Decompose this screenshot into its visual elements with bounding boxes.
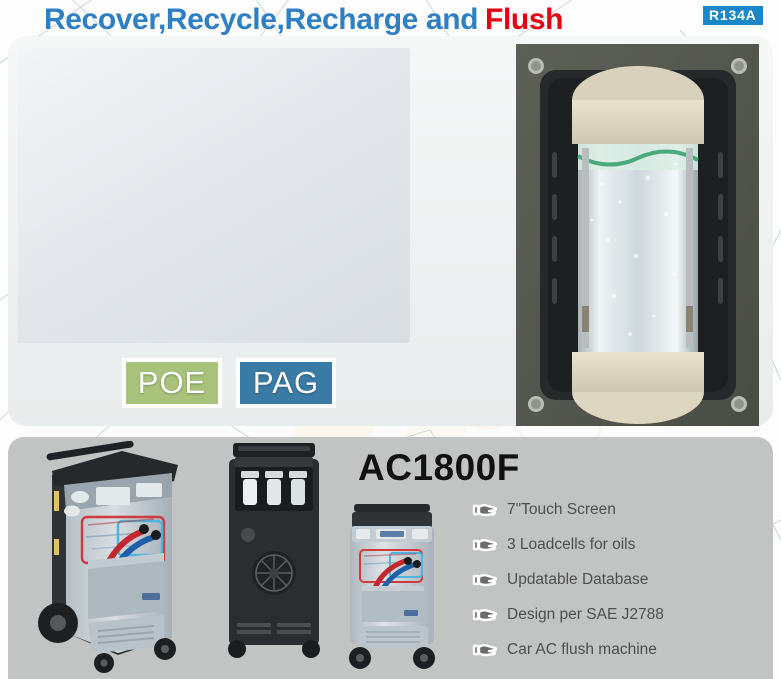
pointing-hand-icon (472, 536, 498, 554)
page-title-main: Recover,Recycle,Recharge and (44, 3, 479, 36)
feature-label: Design per SAE J2788 (507, 605, 664, 623)
refrigerant-badge: R134A (703, 6, 763, 25)
product-model-name: AC1800F (358, 447, 520, 488)
pointing-hand-icon (472, 641, 498, 659)
pointing-hand-icon (472, 501, 498, 519)
feature-item: 3 Loadcells for oils (472, 527, 664, 562)
oil-bottle (241, 471, 307, 505)
poe-badge: POE (122, 358, 222, 408)
ac1800f-rear-illustration (228, 443, 320, 658)
page-title-flush: Flush (485, 3, 564, 36)
machine-photo-front (338, 500, 448, 672)
ac1800f-front-illustration (349, 504, 435, 669)
pointing-hand-icon (472, 606, 498, 624)
feature-item: Car AC flush machine (472, 632, 664, 667)
sight-glass-illustration (516, 44, 759, 426)
product-photo-top-view (18, 48, 410, 343)
machine-photo-angled (22, 441, 200, 673)
feature-label: Updatable Database (507, 570, 649, 588)
feature-label: 3 Loadcells for oils (507, 535, 636, 553)
corner-screw (528, 58, 747, 412)
pointing-hand-icon (472, 571, 498, 589)
feature-label: 7"Touch Screen (507, 500, 616, 518)
photo-backdrop (18, 48, 410, 343)
machine-photo-rear (213, 443, 335, 658)
feature-item: Updatable Database (472, 562, 664, 597)
pag-badge: PAG (236, 358, 336, 408)
flush-sight-glass-photo (516, 44, 759, 426)
feature-list: 7"Touch Screen 3 Loadcells for oils (472, 492, 664, 667)
ac1800f-angled-illustration (38, 441, 178, 673)
feature-item: Design per SAE J2788 (472, 597, 664, 632)
oil-type-badges: POE PAG (122, 358, 336, 408)
feature-item: 7"Touch Screen (472, 492, 664, 527)
feature-label: Car AC flush machine (507, 640, 657, 658)
